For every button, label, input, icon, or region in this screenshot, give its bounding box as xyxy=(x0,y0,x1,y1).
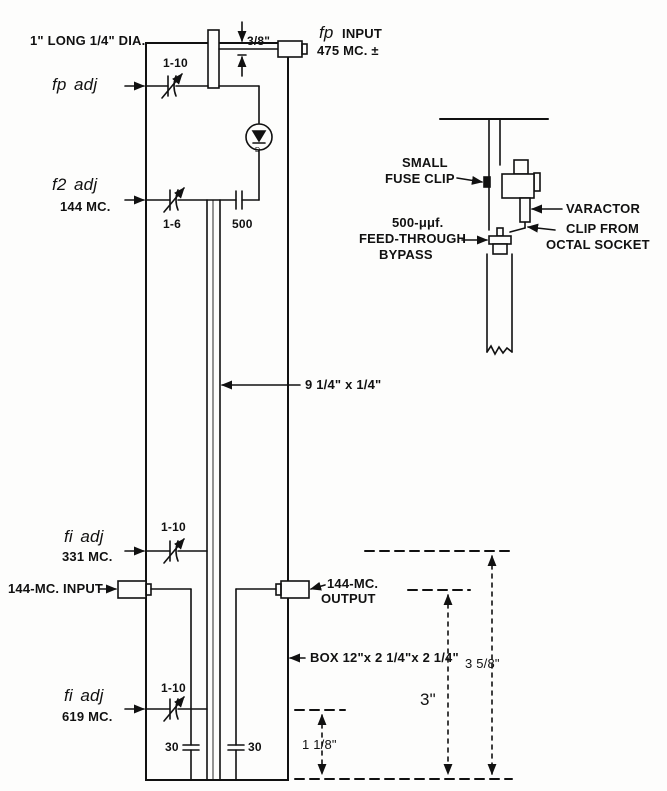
cavity-box-outline xyxy=(145,42,289,781)
input-144-connector xyxy=(117,580,147,599)
input-144-connector-nut xyxy=(145,583,152,596)
octal-clip-label-2: OCTAL SOCKET xyxy=(546,237,650,252)
fp-adj-label: fp adj xyxy=(52,76,97,95)
rod-label: 1" LONG 1/4" DIA. xyxy=(30,33,146,48)
fp-adj-symbol: fp xyxy=(52,75,67,94)
feedthrough-body xyxy=(492,243,508,255)
feedthrough-label-1: 500-μμf. xyxy=(392,215,444,230)
f1-lower-symbol: fi xyxy=(64,686,73,705)
varactor-body xyxy=(501,173,535,199)
fp-input-symbol: fp xyxy=(319,23,334,42)
octal-clip-arrow xyxy=(526,223,556,233)
fp-input-connector xyxy=(277,40,303,58)
fuse-clip-label-2: FUSE CLIP xyxy=(385,171,455,186)
f1-upper-label: fi adj xyxy=(64,528,104,547)
gap-dimension: 3/8" xyxy=(247,34,271,48)
fp-input-connector-nut xyxy=(301,43,308,55)
varactor-cap xyxy=(533,172,541,192)
octal-clip-label-1: CLIP FROM xyxy=(566,221,640,236)
f2-adj-label: f2 adj xyxy=(52,176,97,195)
fp-adj-cap-arrow xyxy=(161,73,183,99)
f1-lower-cap-value: 1-10 xyxy=(161,681,186,695)
dim-mid-label: 3" xyxy=(420,690,436,709)
feedthrough-label-2: FEED-THROUGH xyxy=(359,231,467,246)
f2-adj-cap-value: 1-6 xyxy=(163,217,181,231)
fp-input-freq: 475 MC. ± xyxy=(317,43,379,58)
f2-adj-cap-arrow xyxy=(163,187,185,213)
line-dimension: 9 1/4" x 1/4" xyxy=(305,377,382,392)
varactor-stud xyxy=(513,159,529,175)
detail-break xyxy=(486,344,513,356)
fp-input-text: INPUT xyxy=(342,26,383,41)
f1-upper-freq: 331 MC. xyxy=(62,549,113,564)
feedthrough-label-3: BYPASS xyxy=(379,247,433,262)
output-144-connector xyxy=(280,580,310,599)
feedthrough-flange xyxy=(488,235,512,245)
output-144-connector-nut xyxy=(275,583,282,596)
fp-input-label: fp INPUT xyxy=(319,24,382,43)
fp-adj-text: adj xyxy=(74,75,98,94)
bypass-right-value: 30 xyxy=(248,740,262,754)
dim-long-label: 3 5/8" xyxy=(465,656,500,671)
box-label: BOX 12"x 2 1/4"x 2 1/4" xyxy=(310,650,459,665)
f1-upper-text: adj xyxy=(80,527,104,546)
f1-lower-text: adj xyxy=(80,686,104,705)
dim-short-label: 1 1/8" xyxy=(302,737,337,752)
f1-lower-freq: 619 MC. xyxy=(62,709,113,724)
output-144-label-2: OUTPUT xyxy=(321,591,376,606)
varactor-label: VARACTOR xyxy=(566,201,641,216)
feedthrough-stem xyxy=(496,227,504,237)
f1-upper-symbol: fi xyxy=(64,527,73,546)
fuse-clip xyxy=(483,176,491,188)
output-144-label-1: 144-MC. xyxy=(327,576,379,591)
f2-adj-symbol: f2 xyxy=(52,175,67,194)
output-144-arrow xyxy=(309,581,326,591)
coupling-cap-value: 500 xyxy=(232,217,253,231)
fuse-clip-label-1: SMALL xyxy=(402,155,448,170)
input-144-label: 144-MC. INPUT xyxy=(8,581,104,596)
varactor-lead xyxy=(519,197,531,223)
diode-triangle xyxy=(251,130,267,143)
top-rod xyxy=(207,29,220,89)
f1-upper-cap-value: 1-10 xyxy=(161,520,186,534)
octal-clip-bend xyxy=(509,227,526,233)
bypass-left-value: 30 xyxy=(165,740,179,754)
fp-adj-cap-value: 1-10 xyxy=(163,56,188,70)
f1-lower-cap-arrow xyxy=(163,696,185,722)
f1-lower-label: fi adj xyxy=(64,687,104,706)
f1-upper-cap-arrow xyxy=(163,538,185,564)
fuse-clip-arrow xyxy=(456,175,484,185)
f2-adj-freq: 144 MC. xyxy=(60,199,111,214)
diode-glyph: D xyxy=(255,147,260,154)
f2-adj-text: adj xyxy=(74,175,98,194)
